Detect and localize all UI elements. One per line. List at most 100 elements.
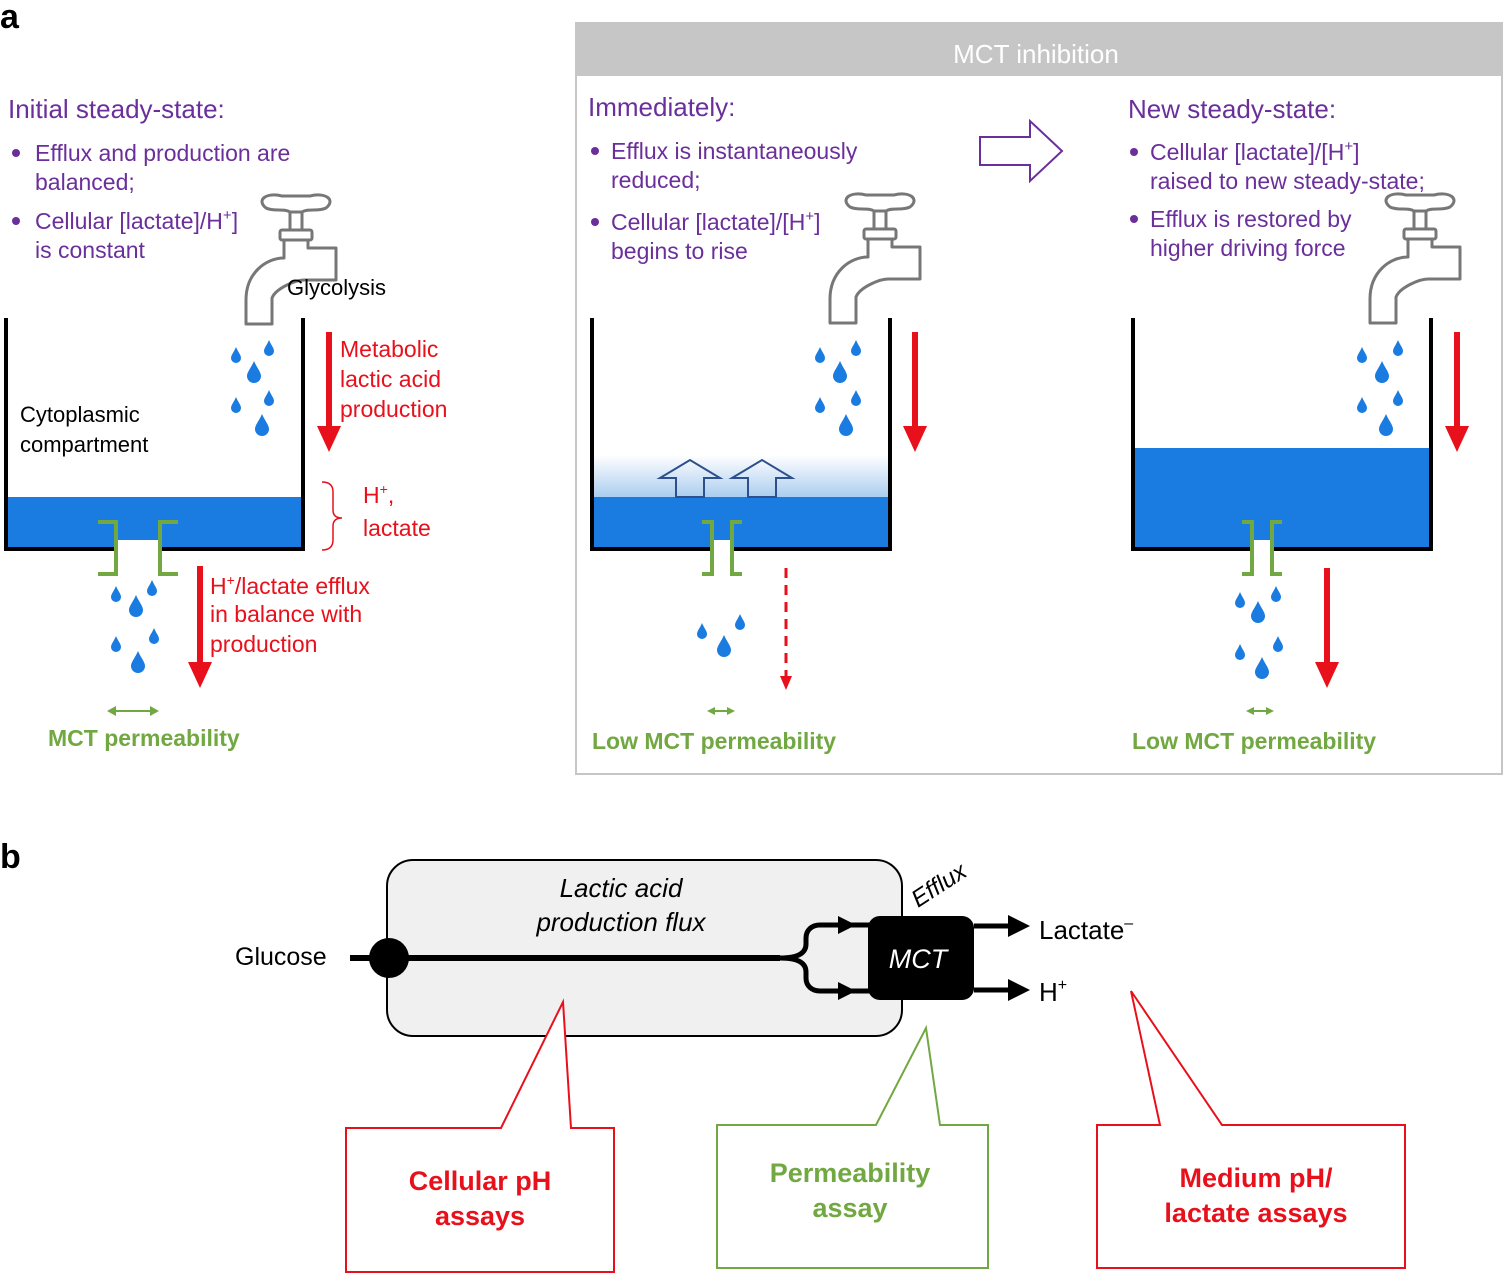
callout-box-green bbox=[716, 1024, 989, 1269]
faucet-icon bbox=[244, 193, 338, 326]
mct-channel-left bbox=[702, 520, 714, 576]
branch-upper bbox=[779, 922, 840, 961]
transition-arrow-icon bbox=[979, 118, 1064, 184]
lactate-label: Lactate– bbox=[1039, 915, 1133, 945]
permeability-arrowhead-right bbox=[1266, 707, 1274, 715]
callout-medium-line2: lactate assays bbox=[1164, 1198, 1347, 1228]
bullet-dot bbox=[591, 218, 599, 226]
efflux-label-1: H+/lactate efflux bbox=[210, 572, 370, 599]
branch-lower bbox=[779, 955, 840, 994]
efflux-arrowhead bbox=[1315, 662, 1339, 688]
new-steady-bullet1-line2: raised to new steady-state; bbox=[1150, 168, 1425, 194]
box-title-line2: production flux bbox=[535, 907, 706, 937]
bullet-dot bbox=[12, 217, 20, 225]
compartment-label-1: Cytoplasmic bbox=[20, 402, 140, 427]
branch-arrowhead bbox=[838, 916, 856, 934]
raised-lactate-level bbox=[1133, 448, 1431, 549]
efflux-label: Efflux bbox=[907, 857, 973, 913]
bullet-dot bbox=[1130, 148, 1138, 156]
immediately-bullet2-line1: Cellular [lactate]/[H+] bbox=[611, 208, 820, 235]
branch-arrowhead bbox=[838, 982, 856, 1000]
permeability-arrowhead-right bbox=[727, 707, 735, 715]
compartment-label-2: compartment bbox=[20, 432, 148, 457]
level-label-lactate: lactate bbox=[363, 515, 431, 541]
callout-cellular-line1: Cellular pH bbox=[409, 1166, 552, 1196]
permeability-label: MCT permeability bbox=[48, 725, 240, 751]
production-label-2: lactic acid bbox=[340, 366, 441, 392]
permeability-arrowhead-left bbox=[707, 707, 715, 715]
production-label-3: production bbox=[340, 396, 447, 422]
initial-steady-state: Initial steady-state: Efflux and product… bbox=[4, 94, 447, 751]
glycolysis-label: Glycolysis bbox=[287, 275, 386, 300]
callout-permeability-line1: Permeability bbox=[770, 1158, 931, 1188]
new-steady-bullet2-line1: Efflux is restored by bbox=[1150, 206, 1352, 232]
production-arrowhead bbox=[903, 426, 927, 452]
rise-arrow-icon bbox=[728, 458, 796, 498]
reduced-efflux-arrowhead bbox=[780, 676, 792, 690]
callout-permeability-line2: assay bbox=[812, 1193, 887, 1223]
bullet-dot bbox=[1130, 215, 1138, 223]
immediately-bullet1-line1: Efflux is instantaneously bbox=[611, 138, 858, 164]
production-arrowhead bbox=[317, 426, 341, 452]
callout-cellular-ph: Cellular pH assays bbox=[345, 998, 615, 1273]
bullet-dot bbox=[591, 147, 599, 155]
efflux-arrowhead bbox=[188, 662, 212, 688]
water-drops-icon bbox=[231, 340, 274, 436]
box-title-line1: Lactic acid bbox=[560, 873, 684, 903]
mct-pore bbox=[714, 540, 730, 554]
callout-cellular-line2: assays bbox=[435, 1201, 525, 1231]
inhibition-header-bar bbox=[576, 23, 1502, 76]
immediately-bullet1-line2: reduced; bbox=[611, 167, 701, 193]
cytoplasmic-compartment bbox=[1131, 318, 1433, 551]
callout-permeability: Permeability assay bbox=[716, 1024, 989, 1269]
callout-medium-ph: Medium pH/ lactate assays bbox=[1096, 990, 1406, 1269]
rise-arrow-icon bbox=[656, 458, 724, 498]
glucose-node bbox=[369, 938, 409, 978]
efflux-drops-icon bbox=[111, 580, 159, 673]
level-label-h: H+, bbox=[363, 481, 394, 508]
mct-inhibition-panel: MCT inhibition Immediately: Efflux is in… bbox=[575, 22, 1503, 775]
new-steady-heading: New steady-state: bbox=[1128, 94, 1336, 124]
mct-pore bbox=[1254, 540, 1270, 554]
inhibition-header: MCT inhibition bbox=[953, 39, 1119, 69]
production-arrowhead bbox=[1445, 426, 1469, 452]
efflux-label-2: in balance with bbox=[210, 601, 362, 627]
mct-label: MCT bbox=[889, 944, 950, 974]
low-permeability-label: Low MCT permeability bbox=[1132, 728, 1376, 754]
initial-bullet2-line2: is constant bbox=[35, 237, 146, 263]
callout-box-red bbox=[345, 998, 615, 1273]
mct-channel-left bbox=[1242, 520, 1254, 576]
permeability-arrowhead-right bbox=[150, 706, 159, 716]
new-steady-bullet1-line1: Cellular [lactate]/[H+] bbox=[1150, 138, 1359, 165]
efflux-label-3: production bbox=[210, 631, 317, 657]
lactate-arrowhead bbox=[1008, 915, 1030, 937]
production-label-1: Metabolic bbox=[340, 336, 438, 362]
proton-arrowhead bbox=[1008, 979, 1030, 1001]
cytoplasmic-compartment bbox=[590, 318, 892, 551]
mct-channel-left bbox=[98, 520, 118, 576]
mct-channel-right bbox=[730, 520, 742, 576]
mct-channel-right bbox=[1270, 520, 1282, 576]
immediately-heading: Immediately: bbox=[588, 92, 735, 122]
initial-bullet1-line1: Efflux and production are bbox=[35, 140, 290, 166]
proton-label: H+ bbox=[1039, 977, 1067, 1007]
panel-b-label: b bbox=[0, 838, 21, 876]
initial-bullet2-line1: Cellular [lactate]/H+] bbox=[35, 207, 238, 234]
rising-level bbox=[592, 455, 890, 498]
mct-transporter bbox=[868, 916, 974, 1000]
permeability-arrowhead-left bbox=[1246, 707, 1254, 715]
flux-diagram: Lactic acid production flux Glucose MCT … bbox=[235, 857, 1133, 1037]
initial-bullet1-line2: balanced; bbox=[35, 169, 135, 195]
panel-a-label: a bbox=[0, 0, 20, 36]
initial-heading: Initial steady-state: bbox=[8, 94, 225, 124]
bullet-dot bbox=[12, 149, 20, 157]
new-steady-bullet2-line2: higher driving force bbox=[1150, 235, 1346, 261]
low-permeability-label: Low MCT permeability bbox=[592, 728, 836, 754]
callout-box-red bbox=[1096, 990, 1406, 1269]
mct-pore bbox=[118, 540, 158, 554]
permeability-arrowhead-left bbox=[107, 706, 116, 716]
glucose-label: Glucose bbox=[235, 943, 327, 971]
mct-channel-right bbox=[158, 520, 178, 576]
level-brace bbox=[321, 481, 343, 551]
